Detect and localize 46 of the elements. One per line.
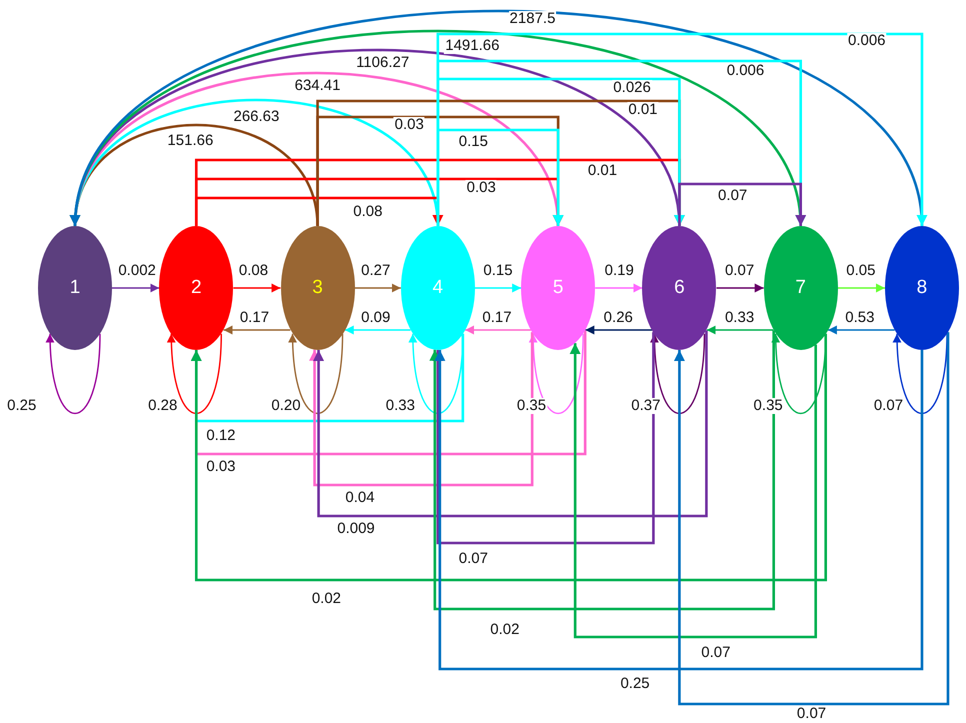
arrow [233, 284, 281, 292]
edge-label: 0.35 [516, 398, 548, 414]
self-loop-arrow [288, 334, 344, 414]
arrow [72, 10, 924, 226]
self-loop-arrow [650, 334, 706, 414]
arrow [716, 284, 764, 292]
arrow [354, 284, 401, 292]
arrow [595, 284, 642, 292]
arrow [434, 350, 924, 670]
state-number: 3 [312, 277, 323, 299]
state-number: 6 [674, 277, 685, 299]
edge-label: 0.37 [630, 398, 662, 414]
arrow [190, 334, 827, 582]
arrow [309, 332, 534, 486]
arrow [194, 196, 444, 226]
arrow [674, 332, 950, 706]
arrow [678, 182, 806, 226]
arrow [344, 326, 411, 334]
state-number: 7 [795, 277, 806, 299]
arrow [436, 32, 928, 226]
self-loop-arrow [892, 334, 948, 414]
state-number: 1 [70, 277, 80, 299]
self-loop-arrow [408, 334, 464, 414]
state-number: 5 [552, 277, 564, 299]
self-loop-arrow [529, 334, 584, 414]
self-loop-arrow [46, 334, 101, 414]
arrow [436, 78, 685, 226]
arrow [465, 326, 531, 334]
arrow [224, 326, 290, 334]
self-loop-arrow [167, 334, 222, 414]
arrow [474, 284, 522, 292]
edge-label: 0.35 [752, 398, 784, 414]
arrow [429, 330, 775, 610]
arrow [706, 326, 774, 334]
state-number: 8 [916, 277, 928, 299]
arrow [436, 128, 564, 226]
arrow [828, 326, 895, 334]
arrow [112, 284, 160, 292]
edge-label: 1491.66 [444, 38, 500, 54]
self-loop-arrow [772, 334, 826, 414]
arrow [570, 343, 817, 638]
state-number: 4 [432, 277, 444, 299]
state-number: 2 [190, 277, 202, 299]
arrow [313, 330, 708, 518]
arrow [838, 284, 885, 292]
arrow [585, 326, 652, 334]
